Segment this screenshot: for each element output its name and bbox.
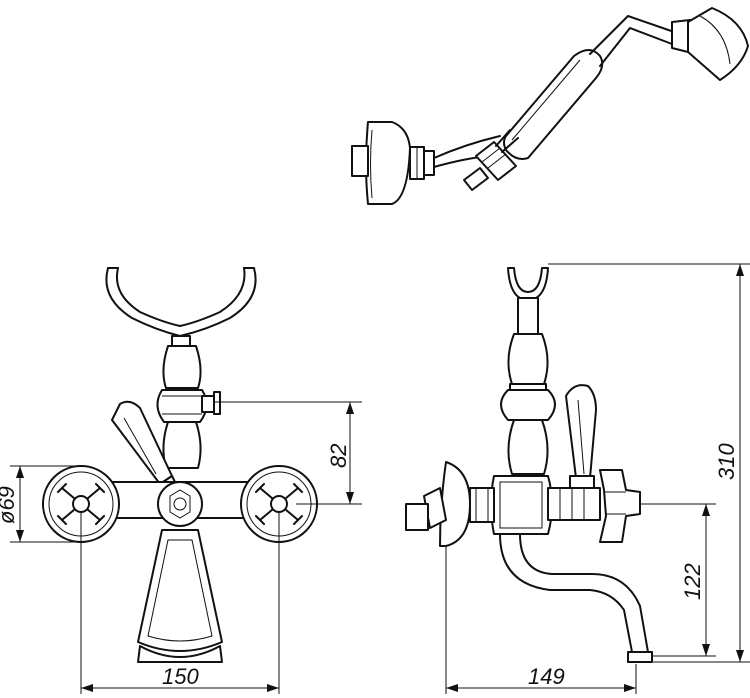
dimension-149-label: 149 [528, 664, 565, 689]
hand-shower-assembly [351, 7, 749, 205]
side-view-dimensions [445, 263, 750, 694]
dimension-diameter-label: ø69 [0, 486, 19, 524]
dimension-310-label: 310 [714, 443, 739, 480]
front-view [42, 267, 318, 663]
dimension-122-label: 122 [680, 563, 705, 600]
dimension-150-label: 150 [162, 664, 199, 689]
dimension-82-label: 82 [326, 444, 351, 468]
side-view [405, 267, 653, 663]
front-view-dimensions [10, 401, 362, 694]
